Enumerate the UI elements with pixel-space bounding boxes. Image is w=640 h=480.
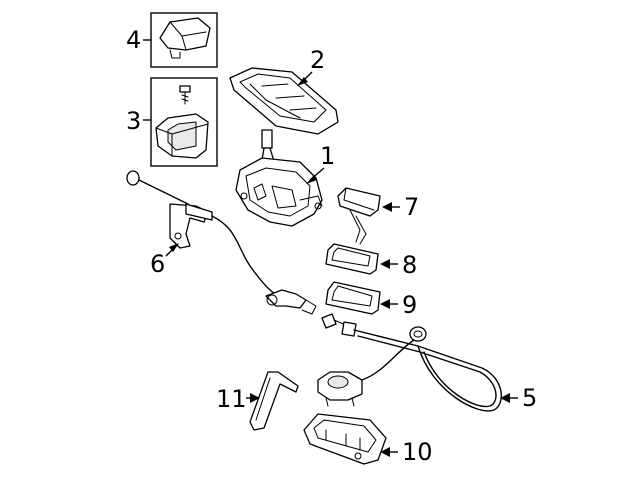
callout-11: 11	[216, 385, 260, 413]
callout-label-7: 7	[404, 193, 419, 221]
part-7-indicator	[337, 187, 381, 245]
callout-5: 5	[500, 384, 537, 412]
callout-6: 6	[150, 243, 179, 278]
callout-1: 1	[306, 142, 335, 184]
part-10-base	[303, 413, 387, 465]
callout-2: 2	[297, 46, 325, 86]
part-9-seal	[325, 281, 381, 315]
part-3-inset	[150, 77, 218, 167]
part-1-shifter	[235, 129, 323, 227]
callout-7: 7	[382, 193, 419, 221]
part-4-inset	[150, 12, 218, 68]
part-2-bezel	[229, 67, 339, 135]
callout-label-8: 8	[402, 251, 417, 279]
callout-label-3: 3	[126, 107, 141, 135]
callout-label-11: 11	[216, 385, 247, 413]
callout-10: 10	[380, 438, 433, 466]
part-8-trim	[325, 243, 379, 275]
callout-4: 4	[126, 26, 151, 54]
callout-label-2: 2	[310, 46, 325, 74]
callout-label-5: 5	[522, 384, 537, 412]
callout-label-4: 4	[126, 26, 141, 54]
callout-label-9: 9	[402, 291, 417, 319]
callout-label-6: 6	[150, 250, 165, 278]
callout-label-1: 1	[320, 142, 335, 170]
part-6-bracket-cable	[126, 170, 317, 315]
part-5-cable	[321, 313, 502, 412]
callout-label-10: 10	[402, 438, 433, 466]
callout-9: 9	[380, 291, 417, 319]
callout-8: 8	[380, 251, 417, 279]
part-11-lever	[249, 371, 299, 431]
cable-end-selector	[317, 371, 363, 407]
callout-3: 3	[126, 107, 151, 135]
